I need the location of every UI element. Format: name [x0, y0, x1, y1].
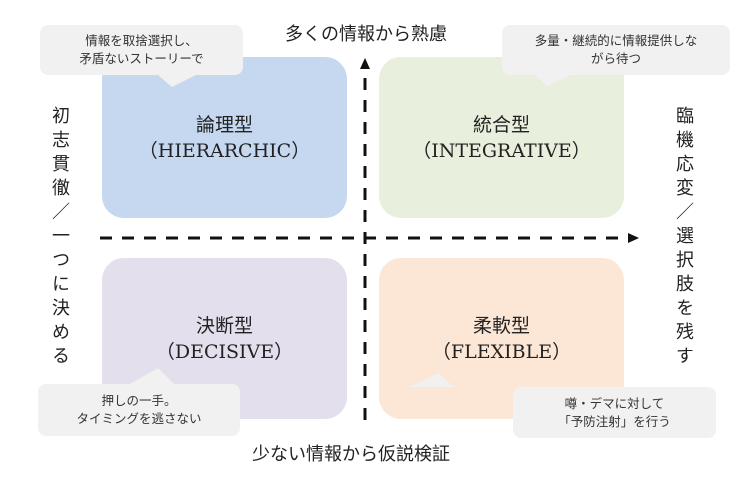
- quadrant-title: 柔軟型: [472, 314, 530, 337]
- axis-label-left: 初志貫徹／一つに決める: [49, 106, 70, 370]
- callout-tail: [410, 373, 454, 387]
- callout-line: がら待つ: [590, 51, 641, 66]
- callout-tail: [535, 75, 571, 86]
- quadrant-subtitle: （HIERARCHIC）: [138, 139, 311, 162]
- callout-tail: [158, 75, 196, 87]
- callout-line: 噂・デマに対して: [564, 395, 665, 411]
- quadrant-title: 統合型: [472, 113, 530, 136]
- callout-tail: [130, 368, 174, 384]
- axis-label-bottom: 少ない情報から仮説検証: [252, 444, 450, 465]
- callout-line: 押しの一手。: [101, 393, 177, 408]
- quadrant-title: 決断型: [195, 314, 253, 337]
- quadrant-hierarchic: 論理型 （HIERARCHIC）: [102, 57, 347, 218]
- callout-flexible: 噂・デマに対して 「予防注射」を行う: [513, 387, 716, 438]
- quadrant-subtitle: （INTEGRATIVE）: [412, 139, 591, 162]
- arrow-up-icon: [360, 58, 370, 69]
- callout-line: 「予防注射」を行う: [558, 413, 671, 429]
- axis-label-right: 臨機応変／選択肢を残す: [673, 106, 694, 370]
- callout-line: 情報を取捨選択し、: [85, 33, 198, 48]
- quadrant-subtitle: （FLEXIBLE）: [431, 340, 572, 363]
- arrow-right-icon: [628, 233, 639, 243]
- callout-hierarchic: 情報を取捨選択し、 矛盾ないストーリーで: [40, 25, 243, 75]
- callout-decisive: 押しの一手。 タイミングを逃さない: [38, 384, 240, 436]
- callout-line: 多量・継続的に情報提供しな: [534, 33, 698, 48]
- callout-integrative: 多量・継続的に情報提供しな がら待つ: [502, 25, 730, 75]
- axis-label-top: 多くの情報から熟慮: [285, 24, 447, 45]
- callout-line: タイミングを逃さない: [76, 411, 202, 426]
- quadrant-subtitle: （DECISIVE）: [155, 340, 294, 363]
- quadrant-integrative: 統合型 （INTEGRATIVE）: [379, 57, 624, 218]
- callout-line: 矛盾ないストーリーで: [79, 51, 204, 66]
- quadrant-title: 論理型: [195, 113, 253, 136]
